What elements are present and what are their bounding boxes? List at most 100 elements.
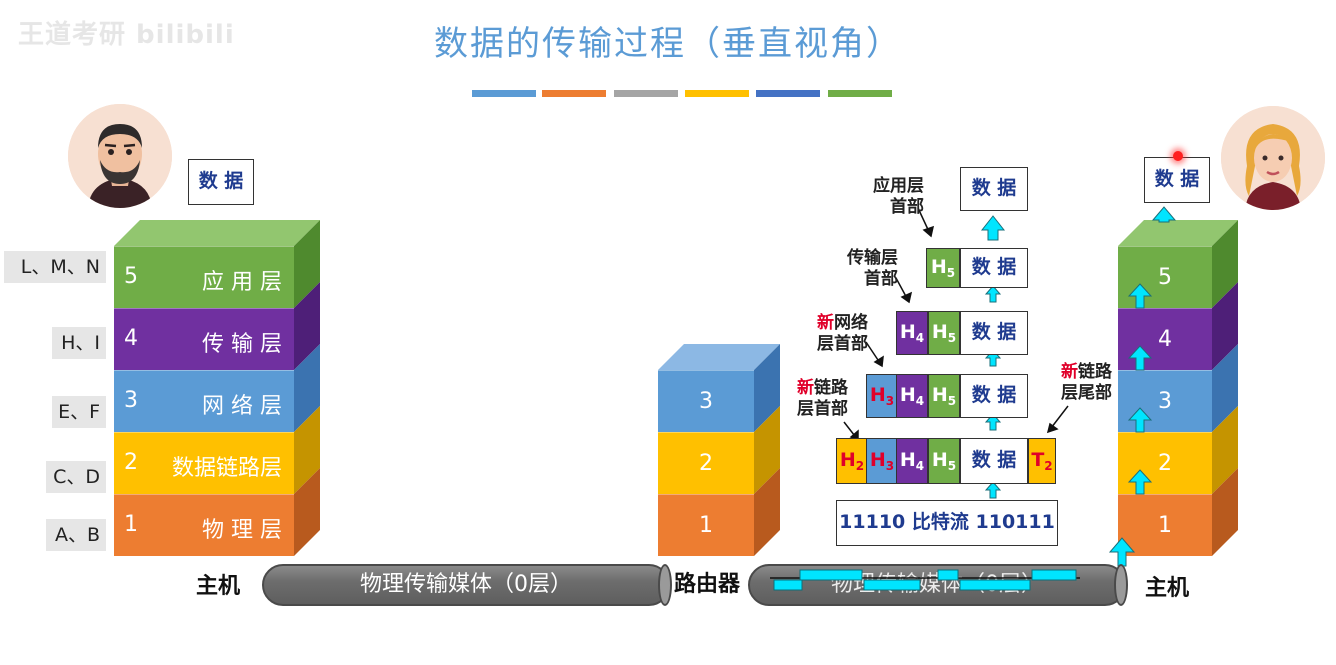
- laser-pointer-dot: [1173, 151, 1183, 161]
- annot-transport-header-line2: 首部: [864, 269, 898, 289]
- encap-row2-h5: H5: [928, 311, 960, 355]
- annot-app-header: 应用层 首部: [852, 176, 924, 218]
- sender-layer-3-num: 3: [124, 388, 138, 413]
- sender-layer-5-num: 5: [124, 264, 138, 289]
- h5-text: H: [931, 449, 948, 471]
- h5-text: H: [931, 321, 948, 343]
- encap-row1-h5: H5: [926, 248, 960, 288]
- router-label: 路由器: [674, 572, 741, 597]
- encap-row2-data: 数 据: [960, 311, 1028, 355]
- sender-layer-2-name: 数据链路层: [171, 456, 282, 481]
- side-label-layer-3: E、F: [52, 396, 106, 428]
- router-layer-2: 2: [658, 432, 754, 494]
- color-bar-3: [614, 90, 678, 97]
- annot-network-new: 新: [817, 313, 834, 333]
- annot-link-header-line2: 层首部: [797, 399, 848, 419]
- h4-text: H: [899, 384, 916, 406]
- annot-app-header-line2: 首部: [890, 197, 924, 217]
- h4-sub: 4: [915, 394, 925, 408]
- receiver-up-arrows: [1108, 206, 1177, 567]
- annot-link-trailer-line1: 链路: [1078, 362, 1112, 382]
- sender-data-box: 数 据: [188, 159, 254, 205]
- h3-text: H: [869, 449, 886, 471]
- bitstream-overlay: [770, 569, 1080, 591]
- annot-link-trailer-line2: 层尾部: [1061, 383, 1112, 403]
- h5-sub: 5: [947, 331, 957, 345]
- sender-stack: 5 应 用 层 4 传 输 层 3 网 络 层 2 数据链路层 1 物 理 层: [114, 246, 294, 556]
- side-label-layer-4: H、I: [52, 327, 106, 359]
- annot-network-header-line2: 层首部: [817, 334, 868, 354]
- encap-data-top: 数 据: [960, 167, 1028, 211]
- annot-link-header: 新链路 层首部: [776, 378, 848, 420]
- annot-link-trailer: 新链路 层尾部: [1040, 362, 1112, 404]
- sender-layer-1-name: 物 理 层: [202, 518, 282, 543]
- h5-text: H: [930, 256, 947, 278]
- annot-link-header-line1: 链路: [814, 378, 848, 398]
- encap-row3-h5: H5: [928, 374, 960, 418]
- encap-row3-h4: H4: [896, 374, 928, 418]
- h5-sub: 5: [947, 459, 957, 473]
- h5-text: H: [931, 384, 948, 406]
- annot-app-header-line1: 应用层: [873, 176, 924, 196]
- receiver-layer-1: 1: [1118, 494, 1212, 556]
- side-label-layer-5: L、M、N: [4, 251, 106, 283]
- side-label-layer-2: C、D: [46, 461, 106, 493]
- h4-text: H: [899, 449, 916, 471]
- annot-link-trailer-new: 新: [1061, 362, 1078, 382]
- router-stack: 3 2 1: [658, 370, 754, 556]
- physical-medium-left-end: [658, 564, 672, 606]
- encap-row4-h2: H2: [836, 438, 868, 484]
- h4-text: H: [899, 321, 916, 343]
- color-bar-1: [472, 90, 536, 97]
- router-layer-3: 3: [658, 370, 754, 432]
- receiver-layer-5: 5: [1118, 246, 1212, 308]
- receiver-layer-2: 2: [1118, 432, 1212, 494]
- receiver-avatar: [1221, 106, 1325, 210]
- encap-row4-h3: H3: [866, 438, 898, 484]
- sender-layer-4-num: 4: [124, 326, 138, 351]
- receiver-data-box: 数 据: [1144, 157, 1210, 203]
- color-bar-5: [756, 90, 820, 97]
- physical-medium-left: 物理传输媒体（0层）: [262, 564, 670, 606]
- sender-layer-1-num: 1: [124, 512, 138, 537]
- sender-layer-3: 3 网 络 层: [114, 370, 294, 432]
- sender-layer-5: 5 应 用 层: [114, 246, 294, 308]
- h4-sub: 4: [915, 459, 925, 473]
- side-label-layer-1: A、B: [46, 519, 106, 551]
- receiver-stack: 5 4 3 2 1: [1118, 246, 1212, 556]
- router-layer-1: 1: [658, 494, 754, 556]
- receiver-host-label: 主机: [1145, 576, 1190, 601]
- sender-avatar: [68, 104, 172, 208]
- encap-row4-data: 数 据: [960, 438, 1028, 484]
- physical-medium-right-end: [1114, 564, 1128, 606]
- color-bar-6: [828, 90, 892, 97]
- annot-link-header-new: 新: [797, 378, 814, 398]
- encap-row4-t2: T2: [1028, 438, 1056, 484]
- encap-row3-data: 数 据: [960, 374, 1028, 418]
- sender-layer-2: 2 数据链路层: [114, 432, 294, 494]
- sender-layer-3-name: 网 络 层: [202, 394, 282, 419]
- encap-row4-h4: H4: [896, 438, 928, 484]
- encap-row2-h4: H4: [896, 311, 928, 355]
- color-bar-4: [685, 90, 749, 97]
- receiver-layer-4: 4: [1118, 308, 1212, 370]
- receiver-layer-3: 3: [1118, 370, 1212, 432]
- sender-layer-4-name: 传 输 层: [202, 332, 282, 357]
- sender-stack-3d: [114, 220, 320, 556]
- annot-transport-header-line1: 传输层: [847, 248, 898, 268]
- watermark: 王道考研 bilibili: [18, 20, 235, 50]
- sender-host-label: 主机: [196, 574, 241, 599]
- annot-transport-header: 传输层 首部: [826, 248, 898, 290]
- encap-row4-h5: H5: [928, 438, 960, 484]
- h5-sub: 5: [947, 394, 957, 408]
- bitstream-box: 11110 比特流 110111: [836, 500, 1058, 546]
- sender-layer-5-name: 应 用 层: [202, 270, 282, 295]
- sender-layer-2-num: 2: [124, 450, 138, 475]
- annot-network-header: 新网络 层首部: [796, 313, 868, 355]
- h4-sub: 4: [915, 331, 925, 345]
- h3-text: H: [869, 384, 886, 406]
- h5-sub: 5: [946, 266, 956, 280]
- sender-layer-1: 1 物 理 层: [114, 494, 294, 556]
- router-stack-3d: [658, 344, 780, 556]
- h2-text: H: [839, 449, 856, 471]
